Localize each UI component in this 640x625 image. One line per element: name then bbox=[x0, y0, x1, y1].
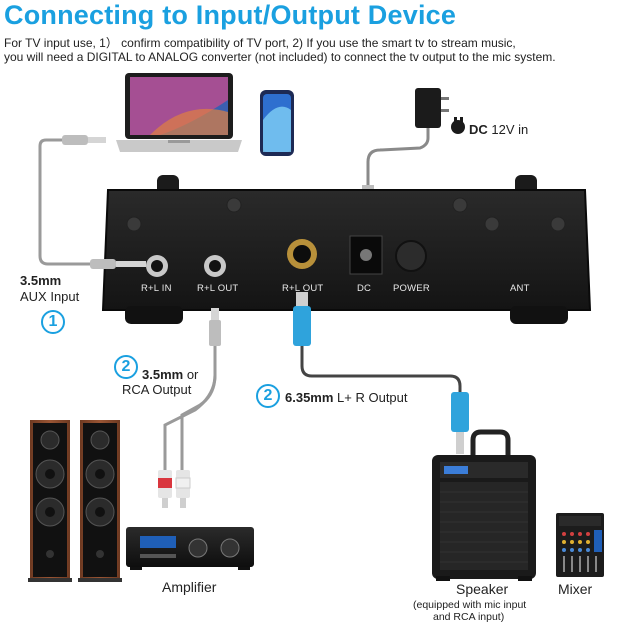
port-dc bbox=[349, 235, 383, 275]
jack-spec: 6.35mm bbox=[285, 390, 334, 405]
port-label-rl-out-635: R+L OUT bbox=[282, 283, 324, 294]
laptop-icon bbox=[116, 73, 242, 152]
tower-speaker-right bbox=[78, 420, 122, 582]
subtitle-line-1: For TV input use, 1） confirm compatibili… bbox=[4, 36, 516, 50]
speaker-note-1: (equipped with mic input bbox=[413, 599, 527, 611]
speaker-label: Speaker bbox=[456, 581, 509, 597]
pa-speaker-icon bbox=[432, 429, 536, 581]
aux-name: AUX Input bbox=[20, 289, 80, 304]
rca-cable bbox=[158, 308, 221, 508]
port-label-rl-in: R+L IN bbox=[141, 283, 172, 294]
rca-spec-line: 3.5mm or bbox=[142, 367, 198, 382]
dc-label: DC bbox=[469, 122, 488, 137]
power-plug-icon bbox=[451, 117, 465, 134]
port-label-ant: ANT bbox=[510, 283, 530, 294]
rca-spec: 3.5mm bbox=[142, 367, 184, 382]
amplifier-label: Amplifier bbox=[162, 579, 217, 595]
mixer-icon bbox=[556, 513, 604, 577]
port-rl-in bbox=[146, 255, 168, 277]
port-label-dc: DC bbox=[357, 283, 372, 294]
rca-name: RCA Output bbox=[122, 382, 192, 397]
badge-2-rca: 2 bbox=[114, 355, 138, 379]
port-label-rl-out-35: R+L OUT bbox=[197, 283, 239, 294]
speaker-note-2: and RCA input) bbox=[433, 611, 505, 623]
jack-name: L+ R Output bbox=[337, 390, 408, 405]
aux-spec: 3.5mm bbox=[20, 273, 62, 288]
mixer-label: Mixer bbox=[558, 581, 593, 597]
phone-icon bbox=[260, 90, 294, 156]
rca-or: or bbox=[186, 367, 199, 382]
tower-speaker-left bbox=[28, 420, 72, 582]
amplifier-icon bbox=[126, 527, 254, 570]
badge-2-jack: 2 bbox=[256, 384, 280, 408]
dc-value: 12V in bbox=[491, 122, 529, 137]
port-label-power: POWER bbox=[393, 283, 430, 294]
badge-1: 1 bbox=[41, 310, 65, 334]
port-rl-out-635 bbox=[287, 239, 317, 269]
power-button bbox=[395, 240, 427, 272]
subtitle-line-2: you will need a DIGITAL to ANALOG conver… bbox=[4, 50, 556, 64]
dc-input-label: DC 12V in bbox=[469, 122, 528, 137]
receiver-back-panel bbox=[101, 189, 592, 324]
port-rl-out-35 bbox=[204, 255, 226, 277]
page-title: Connecting to Input/Output Device bbox=[4, 0, 457, 30]
jack-cable bbox=[293, 292, 469, 454]
aux-cable bbox=[38, 135, 146, 269]
jack-label: 6.35mm L+ R Output bbox=[285, 390, 408, 405]
page-subtitle: For TV input use, 1） confirm compatibili… bbox=[4, 36, 556, 64]
